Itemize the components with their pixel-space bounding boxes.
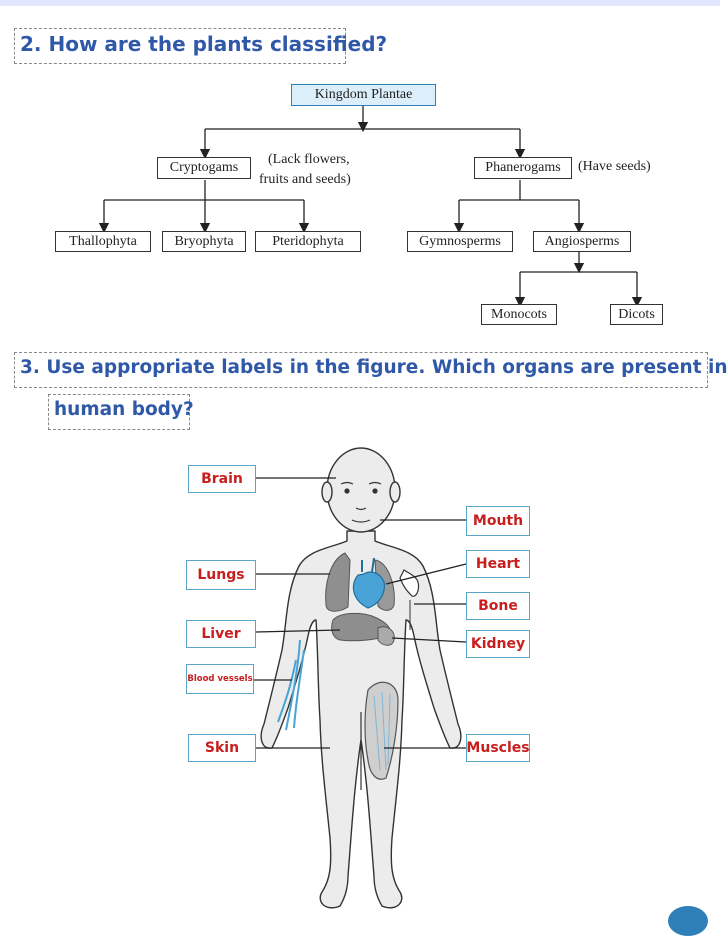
label-mouth: Mouth — [466, 506, 530, 536]
question-3-frame-line1 — [14, 352, 708, 388]
label-kidney: Kidney — [466, 630, 530, 658]
label-bone: Bone — [466, 592, 530, 620]
tree-node-kingdom-plantae: Kingdom Plantae — [291, 84, 436, 106]
tree-note-cryptogams-line2: fruits and seeds) — [259, 172, 351, 187]
question-3-heading-line1: 3. Use appropriate labels in the figure.… — [20, 357, 728, 378]
label-heart: Heart — [466, 550, 530, 578]
classification-tree-lines — [98, 105, 643, 308]
top-bar — [0, 0, 720, 6]
tree-node-bryophyta: Bryophyta — [162, 231, 246, 252]
tree-node-gymnosperms: Gymnosperms — [407, 231, 513, 252]
label-blood-vessels: Blood vessels — [186, 664, 254, 694]
question-3-frame-line2 — [48, 394, 190, 430]
label-muscles: Muscles — [466, 734, 530, 762]
tree-node-phanerogams: Phanerogams — [474, 157, 572, 179]
tree-note-cryptogams-line1: (Lack flowers, — [268, 152, 350, 167]
label-brain: Brain — [188, 465, 256, 493]
label-lungs: Lungs — [186, 560, 256, 590]
tree-node-cryptogams: Cryptogams — [157, 157, 251, 179]
corner-badge-icon — [668, 906, 708, 936]
question-3-heading-line2: human body? — [54, 399, 194, 420]
tree-node-thallophyta: Thallophyta — [55, 231, 151, 252]
tree-node-angiosperms: Angiosperms — [533, 231, 631, 252]
label-skin: Skin — [188, 734, 256, 762]
label-liver: Liver — [186, 620, 256, 648]
tree-note-phanerogams: (Have seeds) — [578, 159, 651, 174]
tree-node-monocots: Monocots — [481, 304, 557, 325]
question-2-frame — [14, 28, 346, 64]
tree-node-pteridophyta: Pteridophyta — [255, 231, 361, 252]
human-body-figure — [254, 447, 467, 909]
question-2-heading: 2. How are the plants classified? — [20, 32, 388, 56]
tree-node-dicots: Dicots — [610, 304, 663, 325]
